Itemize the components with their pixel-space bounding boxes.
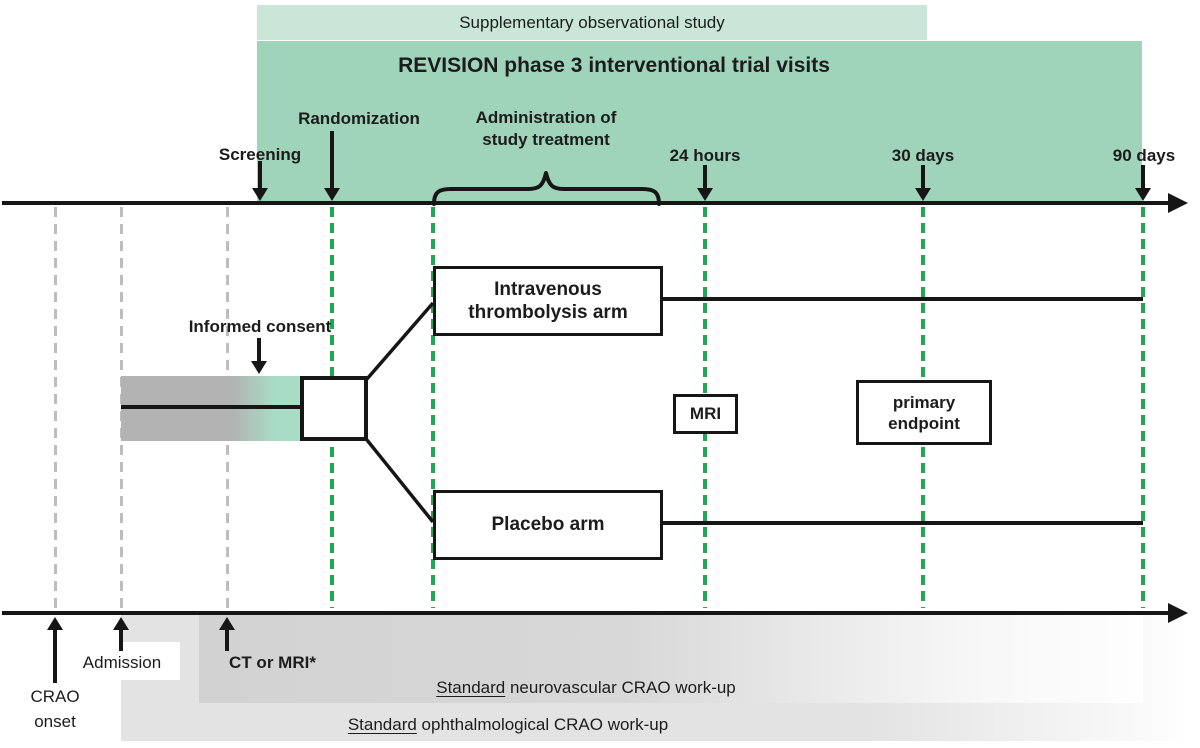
ct-or-mri-label: CT or MRI* <box>229 653 316 672</box>
top-timeline <box>2 201 1170 205</box>
bottom-timeline <box>2 611 1170 615</box>
administration-label: Administration of study treatment <box>475 108 617 149</box>
ophthalmological-workup-label: Standard ophthalmological CRAO work-up <box>347 715 669 734</box>
primary-endpoint-box: primary endpoint <box>856 380 992 445</box>
placebo-arm-line <box>661 521 1143 525</box>
iv-thrombolysis-arm-box: Intravenous thrombolysis arm <box>433 266 663 336</box>
neurovascular-workup-band <box>199 615 1143 703</box>
mri-box: MRI <box>673 394 738 434</box>
randomization-arrow-icon <box>324 131 340 201</box>
30-days-label: 30 days <box>891 146 955 165</box>
placebo-arm-box: Placebo arm <box>433 490 663 560</box>
branch-line-upper <box>365 301 435 381</box>
screening-arrow-icon <box>252 161 268 201</box>
admission-arrow-icon <box>113 617 129 651</box>
dashed-line-crao-onset <box>54 207 57 608</box>
30-days-arrow-icon <box>915 165 931 201</box>
revision-trial-title: REVISION phase 3 interventional trial vi… <box>398 54 830 77</box>
admission-label: Admission <box>82 653 162 672</box>
90-days-arrow-icon <box>1135 165 1151 201</box>
24-hours-arrow-icon <box>697 165 713 201</box>
pre-randomization-line <box>121 405 303 409</box>
90-days-label: 90 days <box>1112 146 1176 165</box>
randomization-node <box>300 376 368 441</box>
top-timeline-arrowhead-icon <box>1168 193 1188 213</box>
iv-arm-line <box>661 297 1143 301</box>
24-hours-label: 24 hours <box>669 146 741 165</box>
supplementary-study-label: Supplementary observational study <box>459 12 725 32</box>
crao-onset-arrow-icon <box>47 617 63 683</box>
randomization-label: Randomization <box>298 109 420 128</box>
dashed-line-treatment-start <box>431 207 435 608</box>
supplementary-study-banner: Supplementary observational study <box>257 5 927 40</box>
revision-trial-banner <box>257 41 1142 203</box>
ct-mri-arrow-icon <box>219 617 235 651</box>
neurovascular-workup-label: Standard neurovascular CRAO work-up <box>436 678 736 697</box>
crao-onset-label: CRAO onset <box>30 687 80 731</box>
informed-consent-label: Informed consent <box>188 317 332 336</box>
branch-line-lower <box>365 438 435 524</box>
screening-label: Screening <box>218 145 302 164</box>
bottom-timeline-arrowhead-icon <box>1168 603 1188 623</box>
informed-consent-arrow-icon <box>251 338 267 374</box>
dashed-line-90-days <box>1141 207 1145 608</box>
